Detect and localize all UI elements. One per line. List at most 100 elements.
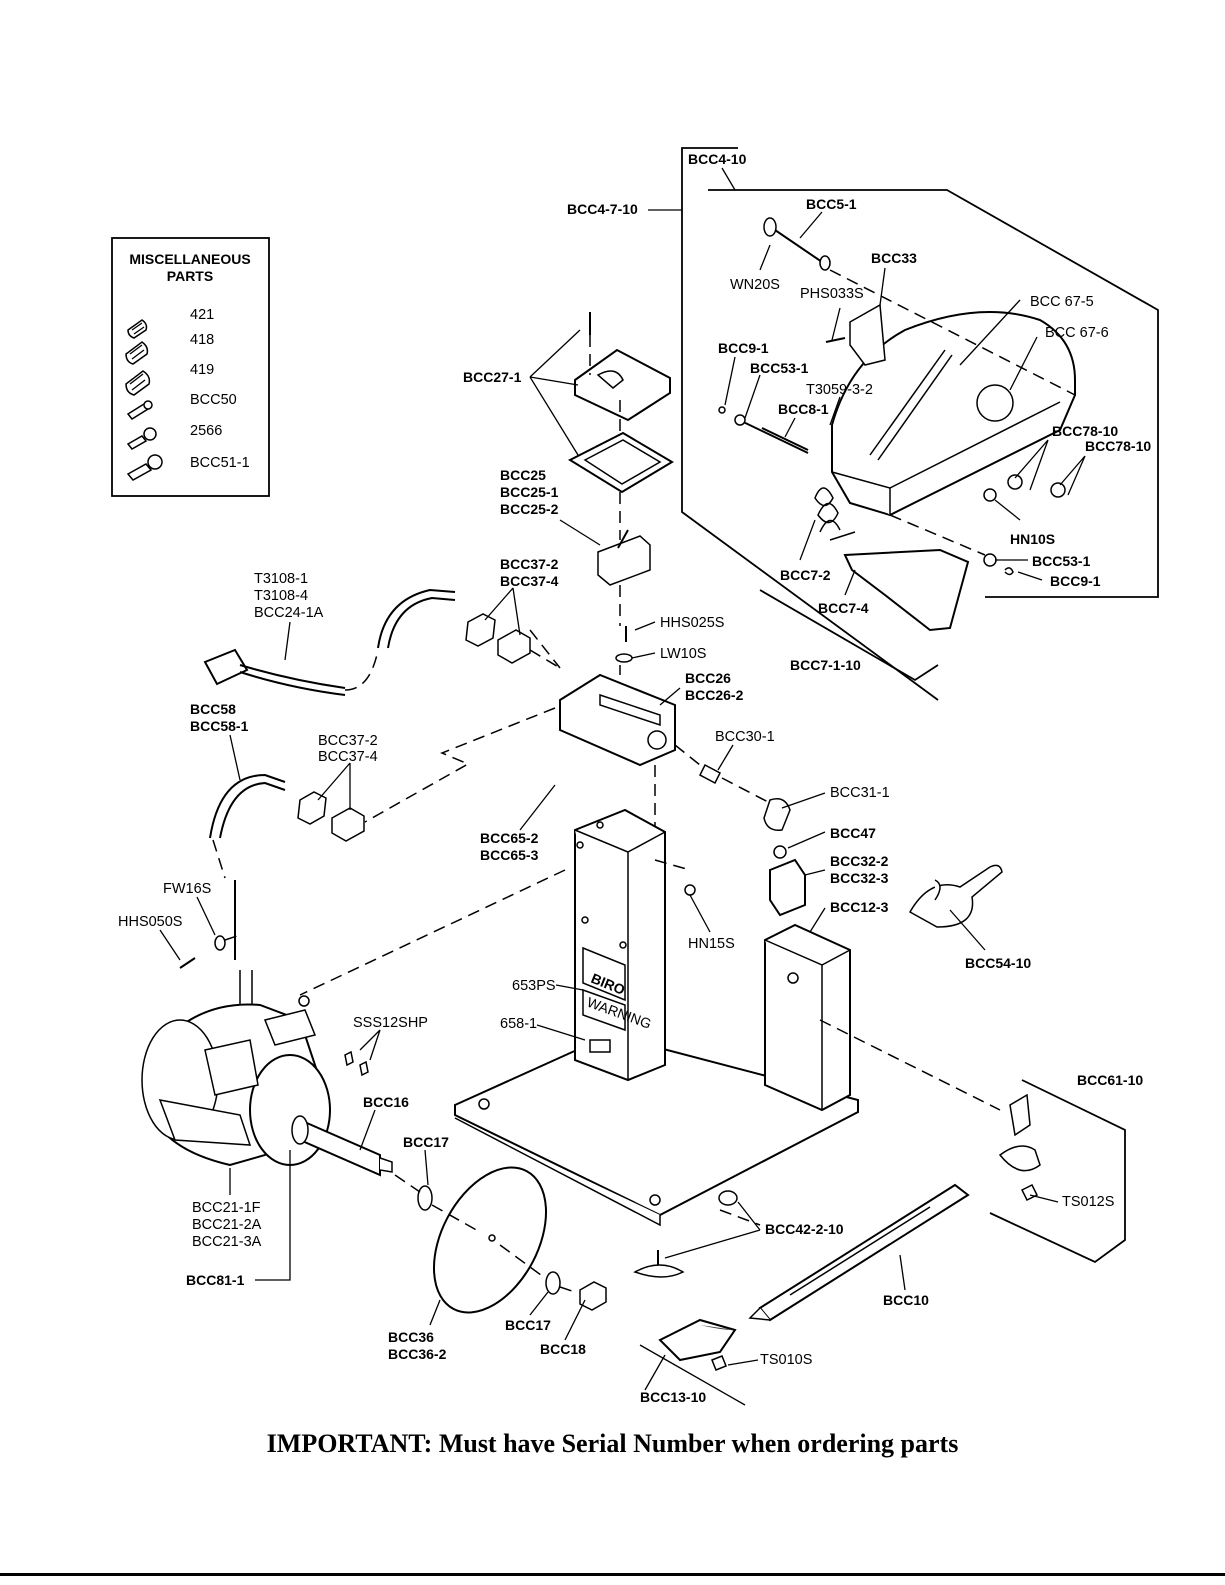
- guard-nut: [1007, 474, 1023, 490]
- label-bcc36-2: BCC36-2: [388, 1346, 447, 1362]
- blade-washer: [417, 1185, 433, 1211]
- label-t3108-4: T3108-4: [254, 588, 308, 604]
- toggle-switch: [597, 535, 651, 586]
- set-screw: [344, 1050, 369, 1077]
- label-bcc24-1a: BCC24-1A: [254, 605, 324, 621]
- misc-part-418: 418: [190, 332, 214, 348]
- misc-part-2566: 2566: [190, 423, 222, 439]
- cleaning-rod: [758, 1183, 970, 1322]
- label-hn15s: HN15S: [688, 936, 735, 952]
- scraper: [658, 1318, 737, 1362]
- label-bcc9-1-b: BCC9-1: [1050, 573, 1101, 589]
- label-bcc25-1: BCC25-1: [500, 484, 559, 500]
- motor-nameplate: [204, 1039, 259, 1096]
- label-bcc31-1: BCC31-1: [830, 785, 890, 801]
- accessories: [639, 864, 1126, 1406]
- label-bcc78-10-b: BCC78-10: [1085, 438, 1151, 454]
- label-653ps: 653PS: [512, 978, 556, 994]
- label-bcc53-1-b: BCC53-1: [1032, 553, 1091, 569]
- conduit-nipple: [699, 763, 721, 785]
- misc-parts-frame: [111, 237, 270, 497]
- misc-part-421: 421: [190, 307, 214, 323]
- label-t3059-3-2: T3059-3-2: [806, 382, 873, 398]
- label-bcc67-6: BCC 67-6: [1045, 325, 1109, 341]
- label-bcc9-1: BCC9-1: [718, 340, 769, 356]
- hex-nut: [983, 488, 997, 502]
- blade-hub-washer: [545, 1271, 561, 1295]
- label-bcc21-3a: BCC21-3A: [192, 1234, 262, 1250]
- label-bcc37-2-a: BCC37-2: [500, 556, 559, 572]
- label-bcc13-10: BCC13-10: [640, 1389, 706, 1405]
- label-bcc7-4: BCC7-4: [818, 600, 869, 616]
- motor-assembly: [141, 934, 393, 1281]
- misc-part-419: 419: [190, 362, 214, 378]
- blade-assembly: [394, 1166, 607, 1314]
- guard-bolt: [774, 229, 823, 263]
- switch-box: [559, 673, 676, 767]
- label-bcc7-2: BCC7-2: [780, 567, 831, 583]
- label-bcc26: BCC26: [685, 670, 731, 686]
- motor-capacitor: [158, 1099, 252, 1146]
- label-bcc47: BCC47: [830, 825, 876, 841]
- label-bcc18: BCC18: [540, 1341, 586, 1357]
- label-658-1: 658-1: [500, 1016, 537, 1032]
- ring-terminal-icon: [126, 454, 163, 481]
- blade-guard-assembly: [648, 147, 1159, 701]
- label-bcc5-1: BCC5-1: [806, 196, 857, 212]
- crimp-connector-icon: [126, 400, 153, 420]
- misc-parts-title-line2: PARTS: [167, 268, 213, 284]
- label-bcc53-1: BCC53-1: [750, 360, 809, 376]
- label-bcc36: BCC36: [388, 1329, 434, 1345]
- label-phs033s: PHS033S: [800, 286, 864, 302]
- guard-nut: [1050, 482, 1066, 498]
- label-bcc78-10-a: BCC78-10: [1052, 423, 1118, 439]
- label-bcc65-3: BCC65-3: [480, 847, 539, 863]
- switch-assembly: [364, 312, 806, 946]
- part-labels: BCC4-10 BCC4-7-10 BCC5-1 BCC33 WN20S PHS…: [118, 151, 1151, 1405]
- label-bcc37-4-a: BCC37-4: [500, 573, 559, 589]
- guard-rod: [734, 417, 809, 454]
- label-bcc27-1: BCC27-1: [463, 369, 522, 385]
- label-bcc81-1: BCC81-1: [186, 1272, 245, 1288]
- label-wn20s: WN20S: [730, 277, 780, 293]
- label-bcc7-1-10: BCC7-1-10: [790, 657, 861, 673]
- label-bcc58: BCC58: [190, 701, 236, 717]
- misc-part-bcc51-1: BCC51-1: [190, 455, 250, 471]
- label-hhs025s: HHS025S: [660, 615, 724, 631]
- guard-assembly-bracket: [681, 147, 1159, 701]
- label-bcc12-3: BCC12-3: [830, 899, 889, 915]
- ring-terminal-icon: [126, 427, 157, 450]
- nameplate: [589, 1039, 611, 1053]
- bottom-rule: [0, 1573, 1225, 1576]
- label-bcc30-1: BCC30-1: [715, 729, 775, 745]
- motor-junction-box: [263, 1009, 317, 1046]
- deflector-spring: [814, 487, 841, 533]
- leader-lines: [159, 211, 1086, 1366]
- ordering-note: IMPORTANT: Must have Serial Number when …: [266, 1429, 959, 1458]
- label-bcc37-4-b: BCC37-4: [318, 749, 378, 765]
- label-bcc17-b: BCC17: [505, 1317, 551, 1333]
- power-cord: [203, 588, 561, 696]
- switch-cover: [574, 348, 671, 422]
- label-lw10s: LW10S: [660, 646, 706, 662]
- deflector-plate: [843, 548, 970, 632]
- cord-connector-nut: [465, 613, 496, 647]
- label-bcc21-1f: BCC21-1F: [192, 1200, 261, 1216]
- label-bcc65-2: BCC65-2: [480, 830, 539, 846]
- label-bcc54-10: BCC54-10: [965, 955, 1031, 971]
- label-bcc42-2-10: BCC42-2-10: [765, 1221, 844, 1237]
- foot-cap: [718, 1190, 738, 1206]
- motor-cord: [209, 773, 365, 1021]
- wire-nut-icon: [125, 341, 149, 365]
- label-bcc33: BCC33: [871, 250, 917, 266]
- rotation-arrow-icon: [976, 384, 1014, 422]
- misc-parts-title-line1: MISCELLANEOUS: [129, 251, 250, 267]
- label-bcc67-5: BCC 67-5: [1030, 294, 1094, 310]
- misc-parts-box: MISCELLANEOUS PARTS 421 418 419 BCC50 25…: [111, 237, 270, 497]
- cord-connector-nut: [297, 791, 327, 825]
- label-hhs050s: HHS050S: [118, 914, 182, 930]
- tool-holder: [998, 1093, 1041, 1172]
- base-and-column: BIRO WARNING: [299, 808, 1001, 1278]
- label-ts010s: TS010S: [760, 1352, 812, 1368]
